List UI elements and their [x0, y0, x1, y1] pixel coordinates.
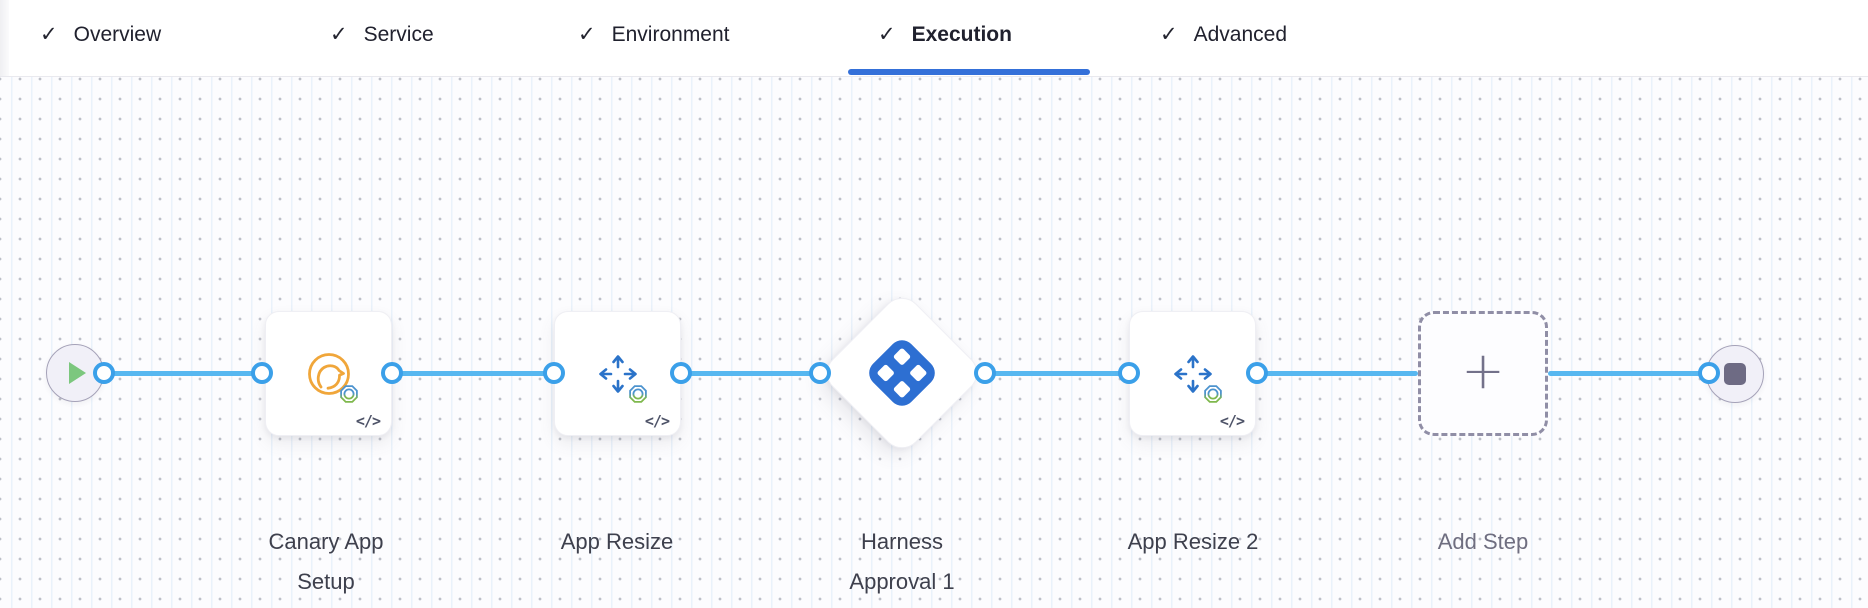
check-icon: ✓: [1160, 22, 1178, 46]
node-label: App Resize 2: [1127, 529, 1259, 554]
plus-icon: +: [1461, 340, 1505, 401]
stop-icon: [1724, 363, 1746, 385]
connector-line: [392, 371, 554, 376]
gear-icon: [628, 384, 647, 403]
harness-logo-icon: [863, 334, 941, 412]
connector-port[interactable]: [93, 362, 115, 384]
tab-label: Advanced: [1193, 23, 1288, 46]
connector-port[interactable]: [809, 362, 831, 384]
node-label: Harness Approval 1: [849, 529, 955, 594]
connector-port[interactable]: [974, 362, 996, 384]
connector-line: [681, 371, 820, 376]
canary-icon: [307, 352, 350, 395]
connector-line: [104, 371, 262, 376]
node-label: Canary App Setup: [268, 529, 384, 594]
code-icon: </>: [355, 412, 381, 430]
check-icon: ✓: [578, 22, 596, 46]
active-tab-underline: [848, 69, 1090, 75]
connector-port[interactable]: [1246, 362, 1268, 384]
gear-icon: [339, 384, 358, 403]
connector-line: [1257, 371, 1418, 376]
node-label: Add Step: [1437, 529, 1529, 554]
node-canary-app-setup[interactable]: </>: [265, 311, 392, 436]
check-icon: ✓: [40, 22, 58, 46]
node-label: App Resize: [560, 529, 674, 554]
connector-port[interactable]: [251, 362, 273, 384]
tab-label: Overview: [73, 23, 162, 46]
check-icon: ✓: [330, 22, 348, 46]
node-harness-approval-1[interactable]: [818, 289, 986, 457]
code-icon: </>: [1219, 412, 1245, 430]
node-add-step[interactable]: +: [1418, 311, 1548, 436]
connector-line: [985, 371, 1129, 376]
tab-advanced[interactable]: ✓ Advanced: [1160, 0, 1287, 70]
tab-label: Service: [363, 23, 434, 46]
connector-port[interactable]: [381, 362, 403, 384]
tab-service[interactable]: ✓ Service: [330, 0, 434, 70]
resize-arrows-icon: [598, 354, 637, 393]
connector-port[interactable]: [543, 362, 565, 384]
tab-label: Execution: [911, 23, 1012, 46]
check-icon: ✓: [878, 22, 896, 46]
connector-line: [1548, 371, 1709, 376]
resize-arrows-icon: [1173, 354, 1212, 393]
config-tab-bar: ✓ Overview ✓ Service ✓ Environment ✓ Exe…: [0, 0, 1868, 77]
connector-port[interactable]: [1118, 362, 1140, 384]
connector-port[interactable]: [670, 362, 692, 384]
node-app-resize[interactable]: </>: [554, 311, 681, 436]
tab-overview[interactable]: ✓ Overview: [40, 0, 161, 70]
gear-icon: [1203, 384, 1222, 403]
node-app-resize-2[interactable]: </>: [1129, 311, 1256, 436]
tab-execution[interactable]: ✓ Execution: [878, 0, 1012, 70]
pipeline-canvas[interactable]: </> </>: [0, 76, 1868, 608]
tab-label: Environment: [611, 23, 730, 46]
play-icon: [69, 362, 86, 384]
connector-port[interactable]: [1698, 362, 1720, 384]
code-icon: </>: [644, 412, 670, 430]
tab-environment[interactable]: ✓ Environment: [578, 0, 730, 70]
